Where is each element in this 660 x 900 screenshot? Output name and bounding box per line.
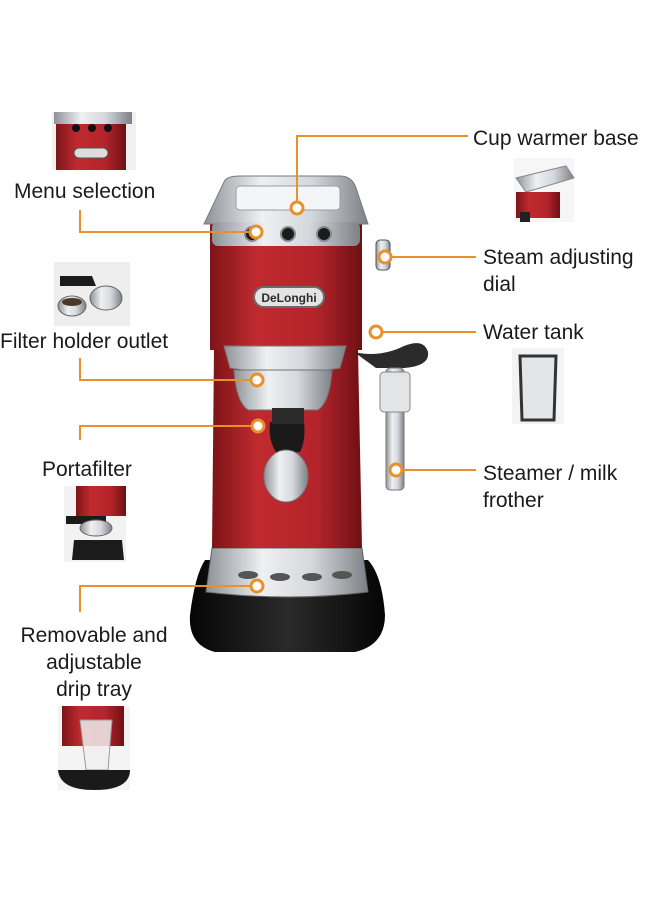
- label-cup-warmer-base: Cup warmer base: [473, 127, 639, 150]
- button-icon: [316, 226, 332, 242]
- portafilter-handle: [269, 422, 305, 452]
- callout-line-cup-warmer: [296, 135, 468, 204]
- drip-tray: [205, 547, 369, 598]
- marker-menu: [248, 224, 264, 240]
- marker-steamer: [388, 462, 404, 478]
- marker-cup-warmer: [289, 200, 305, 216]
- portafilter-spout: [263, 449, 309, 503]
- cup-warmer: [235, 185, 341, 211]
- label-steamer-milk-frother: Steamer / milk frother: [483, 460, 617, 514]
- callout-line-portafilter: [79, 425, 252, 440]
- marker-filter-holder: [249, 372, 265, 388]
- callout-lines: [79, 135, 476, 612]
- marker-water-tank: [368, 324, 384, 340]
- thumb-portafilter: [64, 486, 126, 562]
- label-drip-tray: Removable and adjustable drip tray: [10, 622, 178, 703]
- callout-line-drip-tray: [79, 585, 252, 612]
- thumb-water-tank: [512, 348, 564, 424]
- label-steamer-line2: frother: [483, 489, 544, 512]
- brand-logo-badge: [253, 286, 325, 308]
- label-water-tank: Water tank: [483, 321, 584, 344]
- button-icon: [280, 226, 296, 242]
- label-drip-line1: Removable and: [20, 624, 168, 647]
- thumb-drip-tray: [58, 706, 130, 790]
- brand-logo-text: DeLonghi: [261, 291, 316, 305]
- label-filter-holder-outlet: Filter holder outlet: [0, 330, 169, 353]
- label-steam-adjusting-dial: Steam adjusting dial: [483, 244, 634, 298]
- drip-tray-holes: [238, 571, 352, 581]
- callout-markers: [248, 200, 404, 594]
- filter-holder: [233, 369, 333, 411]
- steam-wand-arm: [354, 343, 429, 368]
- thumb-menu-selection: [52, 112, 136, 170]
- machine-body-upper: [210, 212, 362, 350]
- marker-portafilter: [250, 418, 266, 434]
- label-steam-line1: Steam adjusting: [483, 246, 634, 269]
- thumb-cup-warmer-base: [514, 158, 575, 222]
- label-steamer-line1: Steamer / milk: [483, 462, 618, 485]
- label-drip-line2: adjustable: [46, 651, 142, 674]
- portafilter-neck: [272, 408, 304, 424]
- callout-line-filter-holder: [79, 358, 252, 381]
- label-drip-line3: drip tray: [56, 678, 132, 701]
- espresso-machine: DeLonghi: [189, 175, 429, 652]
- label-menu-selection: Menu selection: [14, 180, 156, 203]
- marker-steam-dial: [377, 249, 393, 265]
- callout-line-menu: [79, 210, 250, 233]
- thumb-filter-holder: [54, 262, 130, 326]
- label-portafilter: Portafilter: [42, 458, 132, 481]
- marker-drip-tray: [249, 578, 265, 594]
- label-steam-line2: dial: [483, 273, 516, 296]
- steam-wand-sleeve: [379, 371, 411, 413]
- brew-group: [223, 345, 347, 374]
